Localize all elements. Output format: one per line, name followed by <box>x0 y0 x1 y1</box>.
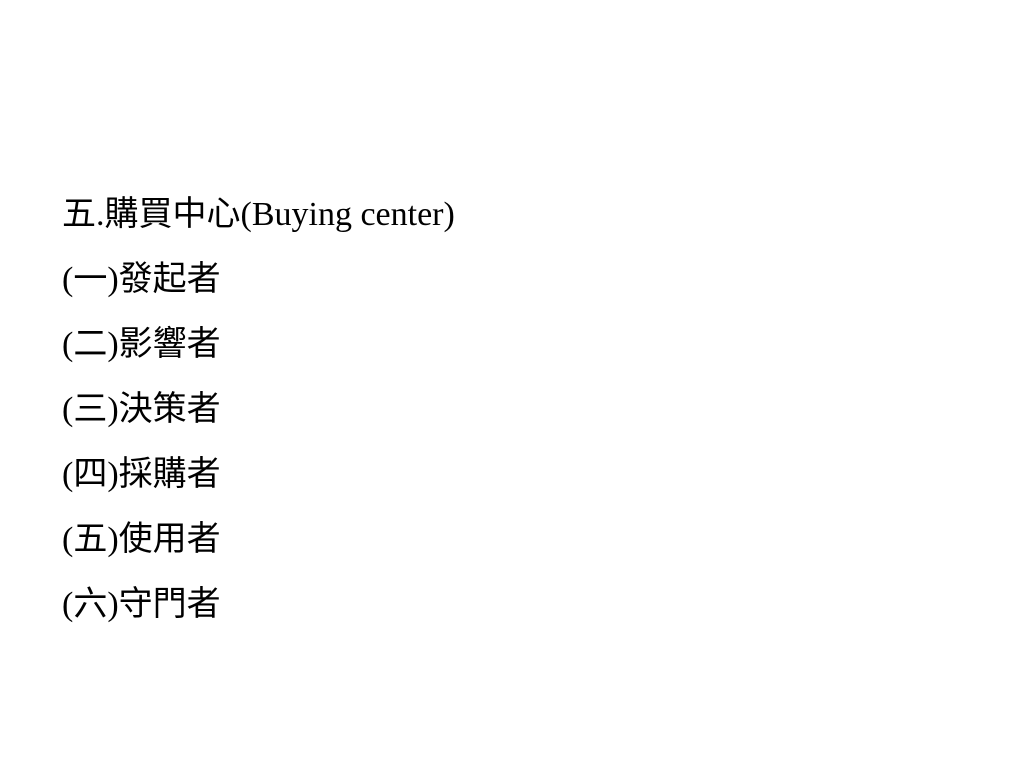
list-item-user: (五)使用者 <box>62 521 221 558</box>
list-item-initiator: (一)發起者 <box>62 261 221 298</box>
list-item-decider: (三)決策者 <box>62 391 221 428</box>
list-item-buyer: (四)採購者 <box>62 456 221 493</box>
slide-content: 五.購買中心(Buying center) (一)發起者 (二)影響者 (三)決… <box>62 190 962 645</box>
list-item-gatekeeper: (六)守門者 <box>62 586 221 623</box>
list-item-influencer: (二)影響者 <box>62 326 221 363</box>
slide-heading: 五.購買中心(Buying center) <box>62 196 455 233</box>
